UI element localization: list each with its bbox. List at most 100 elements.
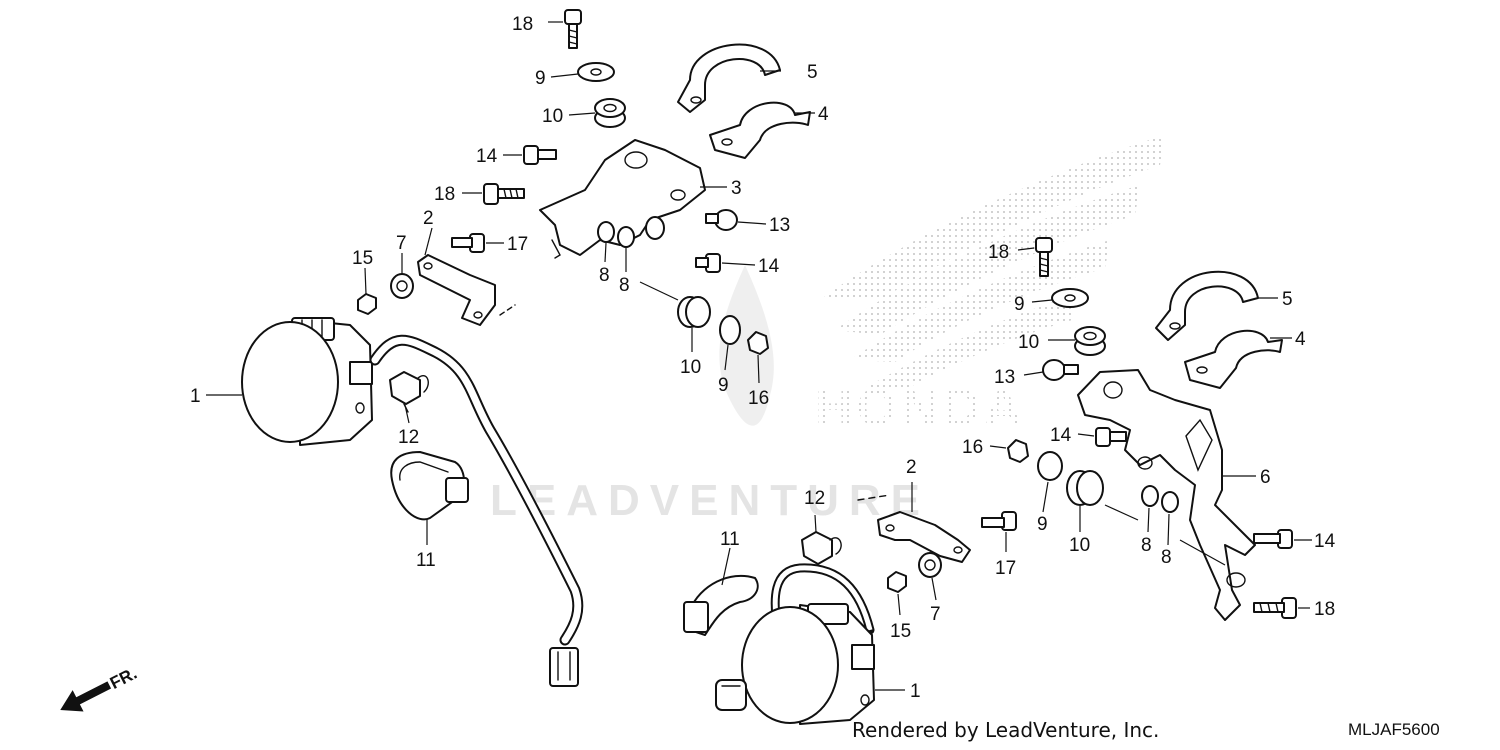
callout-14: 14 [1050, 425, 1072, 446]
collar-8-right-a [1141, 485, 1159, 507]
callout-14: 14 [1314, 531, 1336, 552]
callout-16: 16 [748, 388, 769, 409]
callout-13: 13 [769, 215, 790, 236]
callout-10: 10 [1018, 332, 1039, 353]
clamp-5 [677, 43, 781, 113]
credit-text: Rendered by LeadVenture, Inc. [852, 718, 1160, 742]
grommet-10-lower [677, 296, 711, 328]
stay-2 [417, 254, 496, 326]
callout-7: 7 [930, 604, 941, 625]
callout-8: 8 [619, 275, 630, 296]
spacer-7 [390, 273, 414, 299]
callout-5: 5 [807, 62, 818, 83]
bolt-14-right-a [1095, 427, 1127, 447]
front-label: FR. [107, 664, 140, 693]
bolt-13 [705, 209, 738, 231]
bolt-13-right [1042, 359, 1079, 381]
cover-11-left [390, 451, 469, 521]
nut-16-right [1007, 439, 1029, 463]
callout-1: 1 [910, 681, 921, 702]
callout-labels-right: 18 9 10 5 4 13 14 6 16 2 9 10 8 8 14 18 … [720, 242, 1336, 702]
grommet-10-right-lower [1066, 470, 1104, 506]
clamp-4 [709, 101, 811, 159]
spacer-7-right [918, 552, 942, 578]
callout-14: 14 [476, 146, 498, 167]
washer-9-lower [719, 315, 741, 345]
clip-12-right [801, 531, 842, 565]
callout-18: 18 [512, 14, 533, 35]
washer-9-right-top [1051, 288, 1089, 308]
callout-14: 14 [758, 256, 780, 277]
clamp-5-right [1155, 270, 1259, 341]
bolt-14-right-b [1253, 529, 1293, 549]
callout-9: 9 [1014, 294, 1025, 315]
collar-8-a [597, 221, 615, 243]
callout-2: 2 [423, 208, 434, 229]
callout-13: 13 [994, 367, 1015, 388]
callout-12: 12 [398, 427, 419, 448]
clip-12-left [389, 371, 429, 413]
callout-2: 2 [906, 457, 917, 478]
nut-15-right [887, 571, 907, 593]
leader-lines [206, 21, 1312, 691]
fog-lamp-1-right [715, 563, 875, 725]
bolt-18-top [564, 9, 582, 49]
callout-18: 18 [988, 242, 1009, 263]
callout-12: 12 [804, 488, 825, 509]
callout-7: 7 [396, 233, 407, 254]
callout-11: 11 [720, 529, 740, 550]
callout-17: 17 [507, 234, 528, 255]
grommet-10-right-top [1074, 326, 1106, 356]
callout-labels-left: 18 9 10 5 4 14 18 3 13 14 2 17 15 7 8 8 … [190, 14, 829, 571]
bolt-18-right-top [1035, 237, 1053, 277]
arrow-left-icon [60, 681, 112, 712]
collar-8-right-b [1161, 491, 1179, 513]
callout-8: 8 [599, 265, 610, 286]
honda-logo-text: HONDA [815, 379, 1026, 437]
bolt-18-mid [483, 183, 525, 205]
bracket-3 [539, 139, 706, 256]
callout-1: 1 [190, 386, 201, 407]
wire-harness-left [369, 334, 584, 687]
callout-4: 4 [818, 104, 829, 125]
callout-10: 10 [680, 357, 701, 378]
front-direction-indicator: FR. [60, 664, 140, 712]
callout-5: 5 [1282, 289, 1293, 310]
callout-10: 10 [1069, 535, 1090, 556]
washer-9-right-lower [1037, 451, 1063, 481]
nut-16 [747, 331, 769, 355]
diagram-code: MLJAF5600 [1348, 720, 1440, 739]
callout-16: 16 [962, 437, 983, 458]
callout-8: 8 [1141, 535, 1152, 556]
callout-4: 4 [1295, 329, 1306, 350]
watermark-text: LEADVENTURE [490, 476, 930, 525]
bolt-18-right-lower [1253, 597, 1297, 619]
fog-lamp-1-left [241, 317, 373, 446]
cover-11-right [683, 574, 759, 636]
watermark-flame-icon [719, 265, 774, 426]
callout-9: 9 [1037, 514, 1048, 535]
callout-15: 15 [352, 248, 373, 269]
washer-9-top [577, 62, 615, 82]
callout-10: 10 [542, 106, 563, 127]
bolt-14-b [695, 253, 721, 273]
callout-17: 17 [995, 558, 1016, 579]
callout-18: 18 [1314, 599, 1335, 620]
nut-15 [357, 293, 377, 315]
callout-11: 11 [416, 550, 436, 571]
callout-8: 8 [1161, 547, 1172, 568]
callout-6: 6 [1260, 467, 1271, 488]
bolt-14-a [523, 145, 557, 165]
collar-8-b [617, 226, 635, 248]
bolt-17-right [981, 511, 1017, 531]
callout-18: 18 [434, 184, 455, 205]
callout-9: 9 [718, 375, 729, 396]
callout-9: 9 [535, 68, 546, 89]
grommet-10-top [594, 98, 626, 128]
stay-2-right [877, 511, 971, 563]
callout-15: 15 [890, 621, 911, 642]
bolt-17 [451, 233, 485, 253]
left-assembly [241, 9, 811, 687]
clamp-4-right [1184, 329, 1283, 389]
